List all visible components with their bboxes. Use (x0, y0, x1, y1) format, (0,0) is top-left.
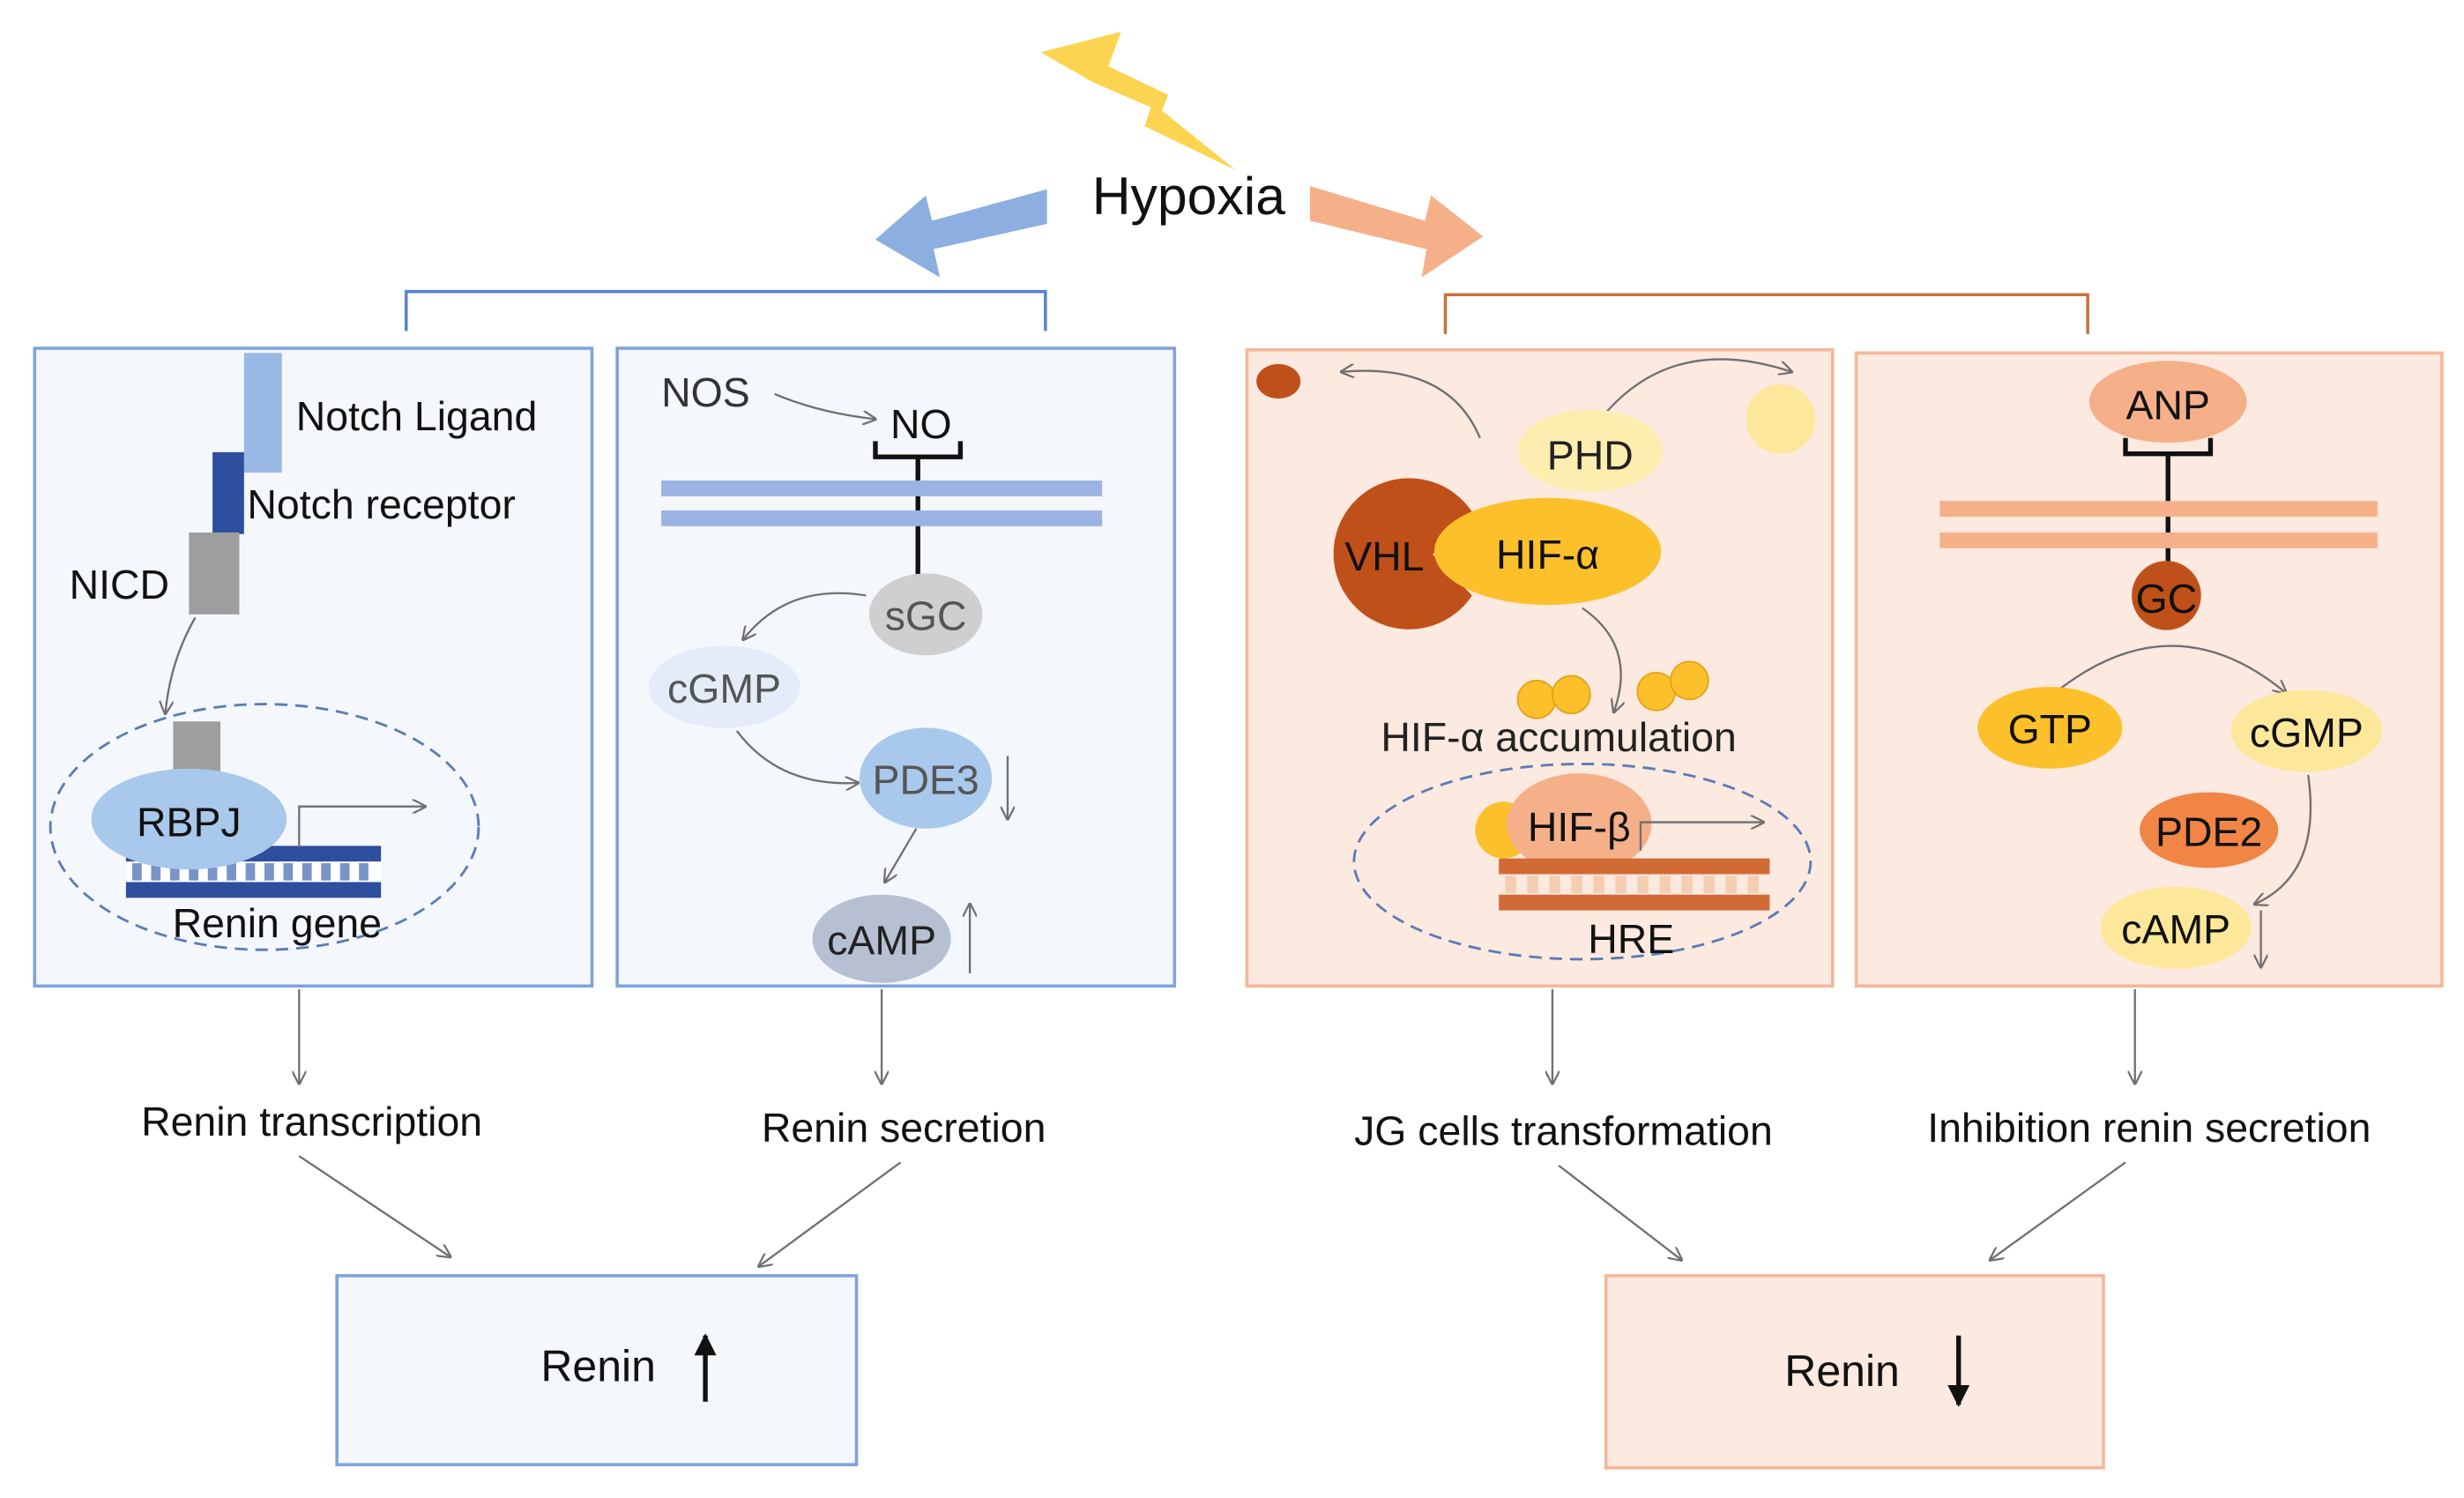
hif-accumulation-arrow (1582, 607, 1621, 712)
nicd-arrow (166, 616, 197, 713)
notch-receptor-shape (212, 451, 244, 534)
cgmp-shape-orange (2230, 689, 2383, 772)
hre-label: HRE (1588, 916, 1674, 962)
lightning-icon (1040, 32, 1236, 171)
nos-label: NOS (661, 369, 750, 415)
camp-label-blue: cAMP (827, 918, 936, 964)
orange-bracket (1443, 293, 2089, 334)
pde3-to-camp-arrow (885, 828, 918, 883)
inhibition-secretion-label: Inhibition renin secretion (1927, 1105, 2371, 1151)
secretion-to-result-arrow (759, 1161, 902, 1266)
membrane-bottom-orange (1939, 532, 2378, 548)
cgmp-to-camp-arrow (2254, 774, 2312, 904)
transcription-start-arrow (298, 807, 425, 848)
gtp-shape (1977, 686, 2123, 769)
cgmp-label-blue: cGMP (667, 666, 781, 712)
nucleus-outline (48, 703, 480, 951)
camp-shape-blue (812, 894, 951, 983)
sgc-label: sGC (885, 593, 967, 639)
hre-rung-bars (1505, 876, 1759, 893)
hif-beta-label: HIF-β (1528, 804, 1631, 850)
jg-to-result-arrow (1558, 1164, 1681, 1260)
dna-strand-bottom (125, 882, 382, 898)
membrane-top-orange (1939, 501, 2378, 518)
sgc-shape (868, 573, 983, 656)
dna-rung-bars (132, 862, 368, 881)
phd-shape (1517, 409, 1663, 492)
orange-branch-arrow (1309, 186, 1484, 278)
blue-branch-arrow (875, 189, 1047, 278)
anp-shape (2088, 361, 2247, 443)
anp-label: ANP (2126, 382, 2210, 428)
membrane-bottom-blue (661, 510, 1103, 526)
phd-label: PHD (1547, 432, 1634, 478)
nicd-label: NICD (70, 562, 169, 607)
vhl-label: VHL (1344, 533, 1424, 579)
degraded-hif-dot (1256, 363, 1301, 399)
gtp-to-cgmp-arrow (2053, 645, 2287, 694)
pde2-label: PDE2 (2155, 809, 2262, 854)
anp-panel (1854, 351, 2444, 988)
gc-shape (2132, 561, 2201, 630)
rbpj-label: RBPJ (137, 800, 242, 846)
nicd-nuclear-shape (173, 721, 221, 779)
hif-beta-shape (1507, 773, 1652, 875)
renin-transcription-label: Renin transcription (141, 1099, 482, 1144)
renin-decrease-box (1604, 1274, 2105, 1470)
jg-transformation-label: JG cells transformation (1354, 1108, 1773, 1154)
hif-alpha-shape (1433, 497, 1662, 606)
cgmp-to-pde3-arrow (735, 730, 859, 783)
hif-alpha-label: HIF-α (1496, 532, 1599, 578)
membrane-top-blue (661, 480, 1103, 496)
renin-increase-label: Renin (540, 1342, 656, 1391)
blue-bracket (404, 289, 1047, 332)
hre-strand-bottom (1499, 894, 1770, 911)
renin-increase-box (335, 1274, 859, 1466)
renin-gene-label: Renin gene (173, 900, 382, 946)
pde3-shape (860, 727, 993, 829)
oxygen-dot (1746, 384, 1816, 454)
notch-ligand-shape (243, 353, 282, 473)
cgmp-shape-blue (648, 645, 800, 728)
camp-label-orange: cAMP (2121, 906, 2230, 952)
hre-strand-top (1499, 858, 1770, 875)
hif-nucleus-outline (1352, 763, 1813, 961)
hypoxia-title: Hypoxia (1092, 166, 1286, 226)
no-label: NO (890, 401, 952, 447)
vhl-shape (1333, 478, 1472, 630)
sgc-to-cgmp-arrow (743, 592, 867, 640)
hre-transcription-arrow (1639, 823, 1763, 851)
camp-shape-orange (2100, 886, 2252, 969)
inhibition-to-result-arrow (1990, 1161, 2126, 1260)
vhl-release-arrow (1342, 371, 1481, 439)
cgmp-label-orange: cGMP (2250, 710, 2364, 756)
renin-decrease-label: Renin (1784, 1346, 1900, 1396)
transcription-to-result-arrow (298, 1155, 450, 1256)
hif-alpha-dimers (1516, 660, 1709, 719)
notch-ligand-label: Notch Ligand (296, 393, 538, 439)
hif-accumulation-label: HIF-α accumulation (1381, 714, 1737, 760)
rbpj-shape (91, 768, 287, 870)
gtp-label: GTP (2008, 706, 2092, 752)
notch-receptor-label: Notch receptor (247, 481, 515, 527)
pde2-shape (2140, 792, 2279, 868)
nos-to-no-arrow (774, 392, 875, 420)
gc-label: GC (2136, 576, 2198, 622)
pde3-label: PDE3 (872, 756, 979, 802)
phd-release-arrow (1597, 358, 1792, 423)
nicd-shape (189, 532, 240, 615)
renin-secretion-label: Renin secretion (762, 1105, 1046, 1151)
